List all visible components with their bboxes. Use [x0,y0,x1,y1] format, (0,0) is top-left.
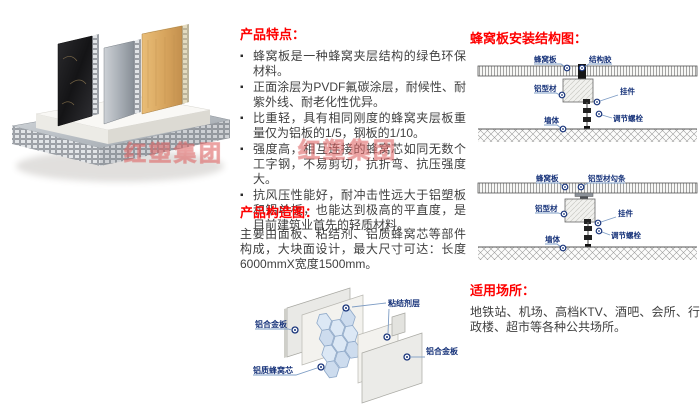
features-list: 蜂窝板是一种蜂窝夹层结构的绿色环保材料。 正面涂层为PVDF氟碳涂层，耐候性、耐… [240,49,466,233]
applications-section: 适用场所： 地铁站、机场、高档KTV、酒吧、会所、行政楼、超市等各种公共场所。 [470,280,700,335]
label-dot [291,304,411,371]
features-section: 产品特点： 蜂窝板是一种蜂窝夹层结构的绿色环保材料。 正面涂层为PVDF氟碳涂层… [240,24,466,234]
label-dot [558,64,603,133]
feature-item: 强度高，相互连接的蜂窝芯如同无数个工字钢，不易剪切，抗折弯、抗压强度大。 [240,142,466,187]
ceiling-honeycomb-panel [477,182,698,194]
silver-sample-panel [103,39,141,125]
structure-description: 主要由面板、粘结剂、铝质蜂窝芯等部件构成，大块面设计，最大尺寸可达：长度6000… [240,227,466,271]
aluminum-profile-box [564,198,596,223]
label-bolt: 调节螺栓 [611,230,641,240]
right-aluminum-panel [361,312,423,404]
installation-diagram-1-svg: 蜂窝板 结构胶 铝型材 挂件 调节螺栓 墙体 [477,54,698,142]
ceiling-honeycomb-panel [477,65,698,77]
structure-diagram: 粘结剂层 铝合金板 铝质蜂窝芯 铝合金板 [240,282,465,419]
installation-section: 蜂窝板安装结构图： [470,28,700,53]
structure-heading: 产品构造图： [240,205,319,220]
label-hanger: 挂件 [618,208,633,218]
label-dot [559,183,603,252]
label-glue: 结构胶 [589,54,612,64]
wall-section [478,246,697,260]
label-panel-left: 铝合金板 [255,319,288,329]
label-bolt: 调节螺栓 [613,113,643,123]
label-profile: 铝型材 [535,203,558,213]
applications-heading: 适用场所： [470,283,536,298]
installation-diagram-1: 蜂窝板 结构胶 铝型材 挂件 调节螺栓 墙体 [470,50,700,145]
diagram1-labels: 蜂窝板 结构胶 铝型材 挂件 调节螺栓 墙体 [534,54,643,133]
feature-item: 正面涂层为PVDF氟碳涂层，耐候性、耐紫外线、耐老化性优异。 [240,80,466,110]
aluminum-profile-box [562,78,594,103]
label-wall: 墙体 [545,234,560,244]
product-photo: 红塑集团 [8,14,232,190]
installation-diagram-2-svg: 蜂窝板 铝型材勾条 铝型材 挂件 调节螺栓 墙体 [477,173,698,260]
wall-section [478,128,697,142]
applications-description: 地铁站、机场、高档KTV、酒吧、会所、行政楼、超市等各种公共场所。 [470,305,700,334]
structural-glue [578,64,586,79]
black-marble-sample-panel [57,34,99,127]
label-hook: 铝型材勾条 [588,173,626,183]
structure-section: 产品构造图： 主要由面板、粘结剂、铝质蜂窝芯等部件构成，大块面设计，最大尺寸可达… [240,202,466,272]
label-panel-right: 铝合金板 [426,346,459,356]
label-adhesive: 粘结剂层 [387,298,420,308]
structure-diagram-svg: 粘结剂层 铝合金板 铝质蜂窝芯 铝合金板 [253,287,459,404]
diagram2-labels: 蜂窝板 铝型材勾条 铝型材 挂件 调节螺栓 墙体 [535,173,641,252]
feature-item: 抗风压性能好，耐冲击性远大于铝塑板和铝单板，也能达到极高的平直度，是目前建筑业首… [240,188,466,233]
label-profile: 铝型材 [534,83,557,93]
label-hanger: 挂件 [620,86,635,96]
label-wall: 墙体 [544,115,559,125]
label-panel: 蜂窝板 [534,54,557,64]
aluminum-hook-strip [574,192,594,200]
honeycomb-core [316,309,361,379]
label-core: 铝质蜂窝芯 [253,365,293,375]
label-panel: 蜂窝板 [536,173,559,183]
wood-sample-panel [141,24,189,115]
installation-heading: 蜂窝板安装结构图： [470,31,588,46]
installation-diagram-2: 蜂窝板 铝型材勾条 铝型材 挂件 调节螺栓 墙体 [470,172,700,277]
feature-item: 蜂窝板是一种蜂窝夹层结构的绿色环保材料。 [240,49,466,79]
features-heading: 产品特点： [240,27,306,42]
product-photo-illustration [11,24,231,182]
structure-labels: 粘结剂层 铝合金板 铝质蜂窝芯 铝合金板 [253,298,459,376]
feature-item: 比重轻，具有相同刚度的蜂窝夹层板重量仅为铝板的1/5，钢板的1/10。 [240,111,466,141]
